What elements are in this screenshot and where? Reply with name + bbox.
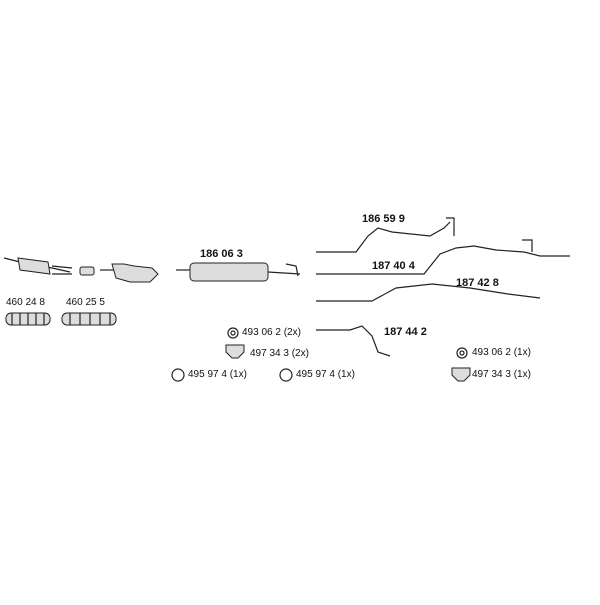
- accessory-label-clamp-left: 493 06 2 (2x): [242, 327, 301, 338]
- part-label-187-40-4: 187 40 4: [372, 260, 415, 272]
- part-label-186-59-9: 186 59 9: [362, 213, 405, 225]
- accessory-label-mount-right: 497 34 3 (1x): [472, 369, 531, 380]
- flex-pipe-1: [5, 312, 51, 326]
- tail-pipe-186-59-9: [316, 217, 455, 253]
- accessory-label-ring-1: 495 97 4 (1x): [188, 369, 247, 380]
- part-label-186-06-3: 186 06 3: [200, 248, 243, 260]
- tail-pipe-187-42-8: [316, 283, 541, 302]
- part-label-187-42-8: 187 42 8: [456, 277, 499, 289]
- tail-pipe-187-44-2: [316, 325, 391, 357]
- ring-icon-2: [279, 368, 293, 382]
- front-pipe: [3, 257, 73, 275]
- catalytic-converter: [100, 263, 159, 283]
- middle-silencer: [176, 262, 301, 282]
- accessory-label-clamp-right: 493 06 2 (1x): [472, 347, 531, 358]
- part-label-187-44-2: 187 44 2: [384, 326, 427, 338]
- clamp-icon-right: [456, 347, 468, 359]
- accessory-label-ring-2: 495 97 4 (1x): [296, 369, 355, 380]
- clamp-icon-left: [227, 327, 239, 339]
- connector: [79, 266, 95, 276]
- ring-icon-1: [171, 368, 185, 382]
- mount-icon-right: [451, 367, 471, 382]
- flex-pipe-2: [61, 312, 117, 326]
- mount-icon-left: [225, 344, 245, 359]
- tail-pipe-187-40-4: [316, 239, 570, 275]
- part-label-460-24-8: 460 24 8: [6, 297, 45, 308]
- accessory-label-mount-left: 497 34 3 (2x): [250, 348, 309, 359]
- part-label-460-25-5: 460 25 5: [66, 297, 105, 308]
